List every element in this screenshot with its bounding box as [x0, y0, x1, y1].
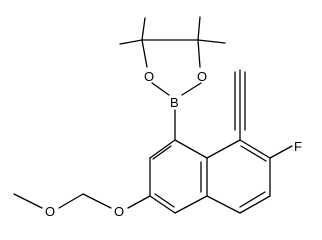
- bond-c-o-right: [197, 39, 201, 68]
- bond-o-b-right: [181, 82, 202, 96]
- bond-c-o-left: [141, 39, 148, 68]
- bond-ring-a-1: [149, 139, 176, 159]
- bond-ring-a-3: [149, 195, 176, 214]
- bond-methyl-1: [141, 17, 146, 41]
- bond-ring-b-2: [239, 139, 271, 159]
- bond-methyl-3: [197, 16, 201, 41]
- bond-o-ch2: [82, 193, 112, 209]
- bond-methyl-2: [119, 39, 143, 45]
- bond-ch2-o: [58, 193, 84, 209]
- atom-label-methoxy-oxygen: O: [45, 204, 55, 219]
- bond-ring-b-4-inner: [239, 191, 266, 208]
- bond-o-ch3: [13, 193, 43, 209]
- atom-labels: O O B F O O: [45, 69, 302, 219]
- bond-c-f: [269, 145, 293, 159]
- bonds: [13, 16, 293, 214]
- bond-c-o-ether: [127, 195, 151, 209]
- bond-ring-b-5: [206, 195, 241, 214]
- atom-label-boron: B: [170, 95, 179, 110]
- bond-o-b-left: [151, 82, 170, 96]
- bond-ring-a-1-inner: [152, 145, 172, 160]
- bond-ring-a-6: [174, 139, 208, 159]
- bond-ring-b-1: [206, 139, 241, 159]
- bond-ring-b-2-inner: [240, 145, 267, 162]
- bond-ring-a-3-inner: [154, 193, 175, 208]
- atom-label-ether-oxygen: O: [114, 204, 124, 219]
- bond-methyl-4: [197, 39, 226, 44]
- atom-label-fluorine: F: [294, 139, 302, 154]
- bond-ring-a-4: [174, 195, 208, 214]
- bond-ring-b-4: [239, 195, 271, 214]
- atom-label-oxygen-right: O: [197, 69, 207, 84]
- chemical-structure-drawing: O O B F O O: [13, 16, 302, 219]
- atom-label-oxygen-left: O: [144, 69, 154, 84]
